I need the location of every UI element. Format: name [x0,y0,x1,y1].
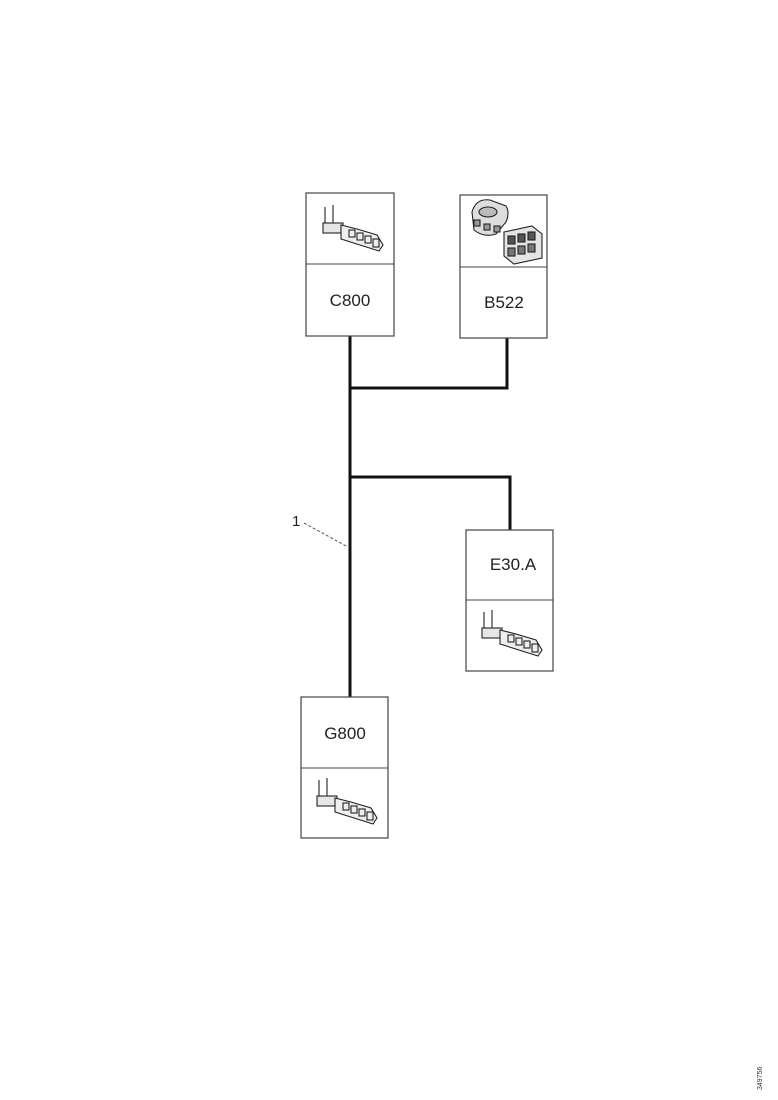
callout-leader-line [303,522,349,548]
connector-b522: B522 [459,194,548,339]
connector-plug-icon [322,205,384,252]
connector-label: C800 [330,291,371,310]
harness-wires [348,335,512,699]
branch-wire-b522 [348,336,509,390]
connector-label: B522 [484,293,524,312]
callout-number: 1 [292,513,300,530]
callout-1: 1 [292,513,349,548]
connector-plug-icon [481,610,543,657]
connector-c800: C800 [305,192,395,337]
connector-g800: G800 [300,696,389,839]
reference-code: 349756 [757,1067,764,1090]
connector-housing-icon [471,199,543,265]
connector-label: G800 [324,724,366,743]
connector-plug-icon [316,778,378,825]
connector-e30a: E30.A [465,529,554,672]
branch-wire-e30a [348,475,512,532]
connector-label: E30.A [490,555,537,574]
